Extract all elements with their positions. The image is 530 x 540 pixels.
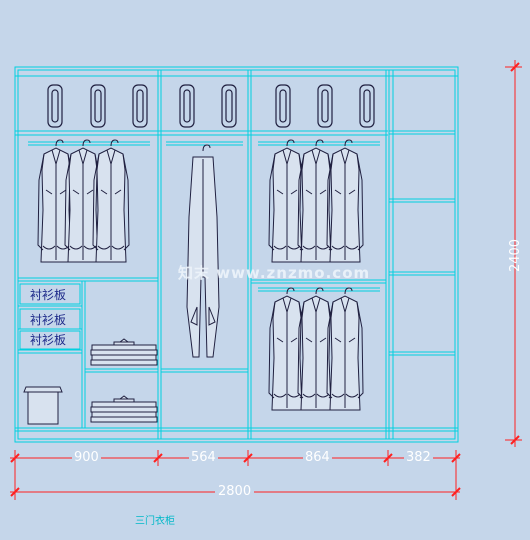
dimension-width-3: 864 xyxy=(303,450,332,465)
folded-clothes xyxy=(90,338,158,423)
dimension-width-4: 382 xyxy=(404,450,433,465)
dimension-width-2: 564 xyxy=(189,450,218,465)
storage-box xyxy=(23,386,63,425)
wardrobe-inner-frame xyxy=(17,69,456,440)
shirt-board-label-3: 衬衫板 xyxy=(30,333,67,347)
dimension-width-1: 900 xyxy=(72,450,101,465)
dimension-height: 2400 xyxy=(508,238,524,273)
right-lower-hanging-coats xyxy=(268,287,364,411)
door-handles xyxy=(47,84,375,128)
dimension-ticks xyxy=(10,62,520,497)
left-hanging-coats xyxy=(37,139,130,263)
watermark: 知末 www.znzmo.com xyxy=(178,264,371,282)
right-upper-hanging-coats xyxy=(268,139,364,263)
wardrobe-outer-frame xyxy=(14,66,459,443)
drawing-title: 三门衣柜 xyxy=(135,516,175,527)
dimension-total-width: 2800 xyxy=(215,485,255,499)
middle-hanging-pants xyxy=(186,144,220,358)
shirt-board-label-2: 衬衫板 xyxy=(30,313,67,327)
shirt-board-label-1: 衬衫板 xyxy=(30,288,67,302)
